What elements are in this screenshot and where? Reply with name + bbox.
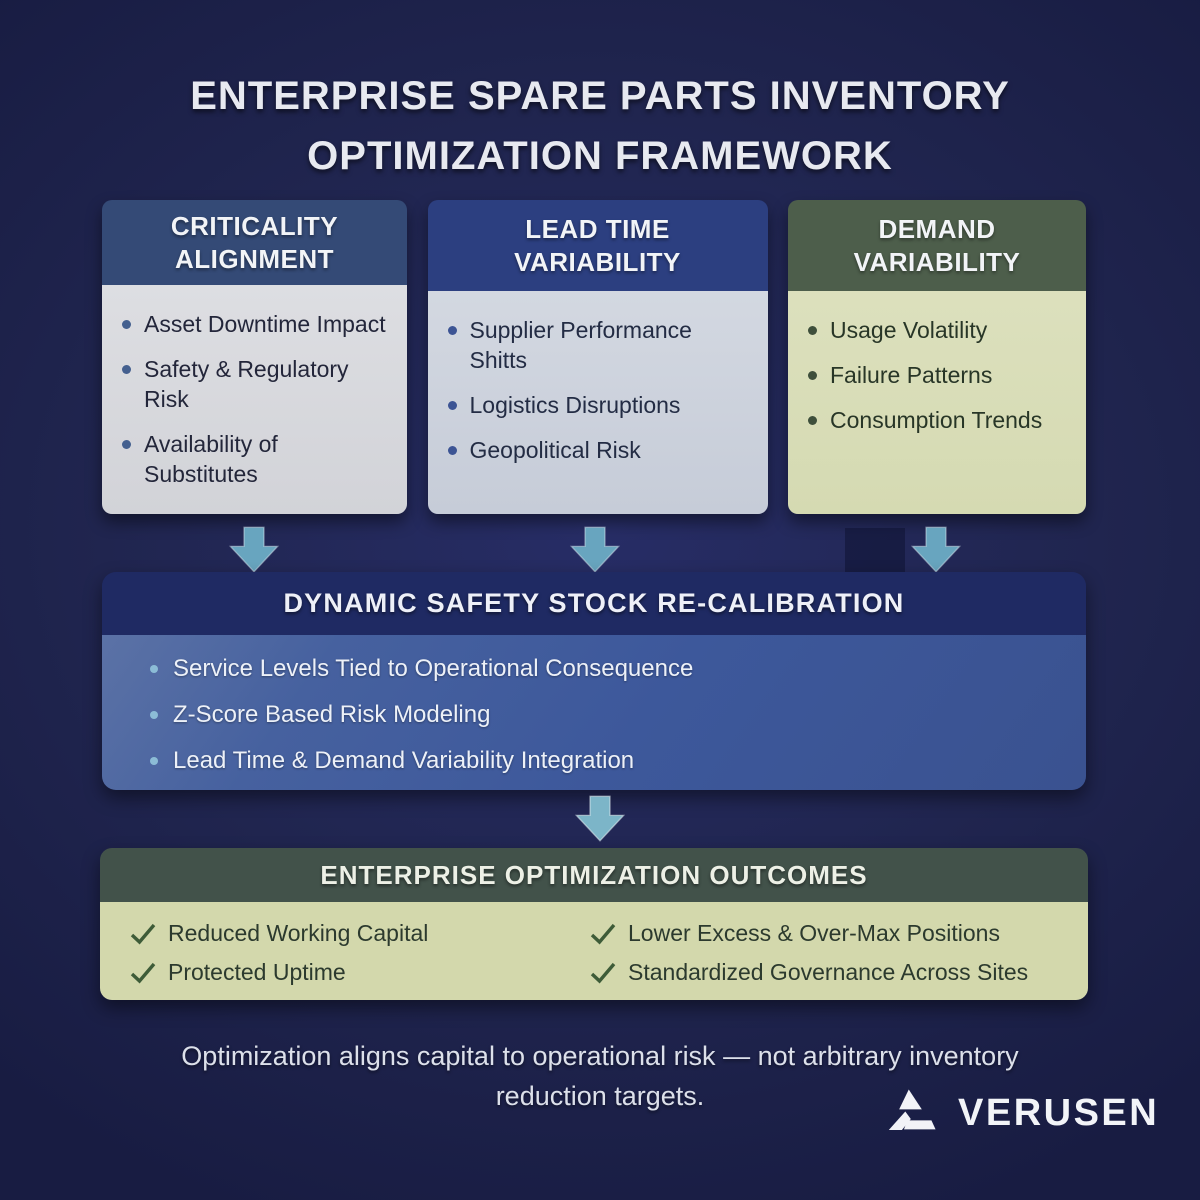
card-demand-title-line1: DEMAND (878, 213, 996, 244)
checkmark-icon (590, 922, 616, 946)
card-lead-time-header: LEAD TIME VARIABILITY (427, 200, 768, 291)
bullet-dot-icon (808, 371, 817, 380)
outcome-item: Protected Uptime (130, 959, 590, 986)
brand-name: VERUSEN (958, 1092, 1160, 1134)
list-item-label: Logistics Disruptions (469, 392, 681, 418)
card-demand-variability: DEMAND VARIABILITY Usage Volatility Fail… (788, 200, 1086, 514)
list-item: Usage Volatility (808, 315, 1072, 345)
outcome-label: Standardized Governance Across Sites (628, 959, 1029, 985)
card-demand-header: DEMAND VARIABILITY (788, 200, 1086, 291)
card-lead-time-title-line1: LEAD TIME (525, 213, 670, 244)
checkmark-icon (130, 961, 156, 985)
bullet-dot-icon (808, 326, 817, 335)
outcome-item: Standardized Governance Across Sites (590, 959, 1070, 986)
footer-tagline: Optimization aligns capital to operation… (181, 1041, 1019, 1111)
bullet-dot-icon (122, 440, 131, 449)
bullet-dot-icon (447, 446, 457, 455)
safety-stock-recalibration-band: DYNAMIC SAFETY STOCK RE-CALIBRATION Serv… (102, 572, 1086, 790)
list-item: Z-Score Based Risk Modeling (150, 700, 1056, 730)
card-criticality-header: CRITICALITY ALIGNMENT (102, 200, 407, 285)
list-item: Geopolitical Risk (447, 435, 754, 465)
list-item: Lead Time & Demand Variability Integrati… (150, 746, 1056, 776)
bullet-dot-icon (150, 757, 158, 765)
card-lead-time-body: Supplier Performance Shitts Logistics Di… (427, 291, 768, 514)
recalibration-title: DYNAMIC SAFETY STOCK RE-CALIBRATION (283, 588, 905, 618)
bullet-dot-icon (150, 711, 158, 719)
input-factor-cards: CRITICALITY ALIGNMENT Asset Downtime Imp… (102, 200, 1086, 514)
page-title-line1: ENTERPRISE SPARE PARTS INVENTORY (190, 74, 1010, 118)
list-item-label: Consumption Trends (830, 407, 1043, 433)
list-item-label: Geopolitical Risk (469, 437, 641, 463)
list-item-label: Safety & Regulatory Risk (144, 356, 349, 412)
bullet-dot-icon (808, 416, 817, 425)
checkmark-icon (590, 961, 616, 985)
list-item: Service Levels Tied to Operational Conse… (150, 654, 1056, 684)
list-item: Asset Downtime Impact (122, 309, 393, 339)
down-arrow-icon (907, 524, 965, 576)
card-lead-time-variability: LEAD TIME VARIABILITY Supplier Performan… (427, 200, 768, 514)
list-item: Failure Patterns (808, 360, 1072, 390)
card-criticality-title-line1: CRITICALITY (170, 210, 339, 241)
list-item: Availability of Substitutes (122, 429, 393, 489)
bullet-dot-icon (447, 401, 457, 410)
outcome-item: Reduced Working Capital (130, 920, 590, 947)
page-title-line2: OPTIMIZATION FRAMEWORK (307, 134, 893, 178)
outcome-item: Lower Excess & Over-Max Positions (590, 920, 1070, 947)
page-title: ENTERPRISE SPARE PARTS INVENTORY OPTIMIZ… (0, 66, 1200, 186)
list-item-label: Lead Time & Demand Variability Integrati… (173, 747, 635, 774)
outcomes-title: ENTERPRISE OPTIMIZATION OUTCOMES (320, 859, 868, 890)
list-item: Consumption Trends (808, 405, 1072, 435)
outcomes-left-column: Reduced Working Capital Protected Uptime (130, 914, 590, 992)
bullet-dot-icon (447, 326, 457, 335)
down-arrow-icon (571, 793, 629, 845)
list-item: Safety & Regulatory Risk (122, 354, 393, 414)
verusen-logo-mark-icon (886, 1086, 948, 1141)
list-item: Supplier Performance Shitts (447, 315, 754, 375)
list-item-label: Service Levels Tied to Operational Conse… (173, 655, 694, 682)
outcomes-right-column: Lower Excess & Over-Max Positions Standa… (590, 914, 1070, 992)
outcome-label: Lower Excess & Over-Max Positions (628, 920, 1000, 946)
bullet-dot-icon (150, 665, 158, 673)
background-shadow-block (845, 528, 905, 578)
recalibration-header: DYNAMIC SAFETY STOCK RE-CALIBRATION (102, 572, 1086, 635)
list-item-label: Z-Score Based Risk Modeling (173, 701, 491, 728)
card-demand-body: Usage Volatility Failure Patterns Consum… (788, 291, 1086, 514)
outcomes-body: Reduced Working Capital Protected Uptime… (100, 902, 1088, 1000)
bullet-dot-icon (122, 365, 131, 374)
card-criticality-title-line2: ALIGNMENT (174, 243, 335, 274)
checkmark-icon (130, 922, 156, 946)
brand-logo: VERUSEN (886, 1086, 1159, 1141)
optimization-outcomes-band: ENTERPRISE OPTIMIZATION OUTCOMES Reduced… (100, 848, 1088, 1000)
list-item: Logistics Disruptions (447, 390, 754, 420)
list-item-label: Supplier Performance Shitts (469, 317, 692, 373)
down-arrow-icon (225, 524, 283, 576)
card-demand-title-line2: VARIABILITY (853, 246, 1021, 277)
list-item-label: Asset Downtime Impact (144, 311, 386, 337)
card-lead-time-title-line2: VARIABILITY (514, 246, 681, 277)
outcome-label: Reduced Working Capital (168, 920, 429, 946)
card-criticality-body: Asset Downtime Impact Safety & Regulator… (102, 285, 407, 514)
list-item-label: Availability of Substitutes (144, 431, 278, 487)
recalibration-body: Service Levels Tied to Operational Conse… (102, 635, 1086, 790)
list-item-label: Failure Patterns (830, 362, 993, 388)
down-arrow-icon (566, 524, 624, 576)
list-item-label: Usage Volatility (830, 317, 988, 343)
bullet-dot-icon (122, 320, 131, 329)
outcome-label: Protected Uptime (168, 959, 346, 985)
card-criticality-alignment: CRITICALITY ALIGNMENT Asset Downtime Imp… (102, 200, 407, 514)
outcomes-header: ENTERPRISE OPTIMIZATION OUTCOMES (100, 848, 1088, 902)
